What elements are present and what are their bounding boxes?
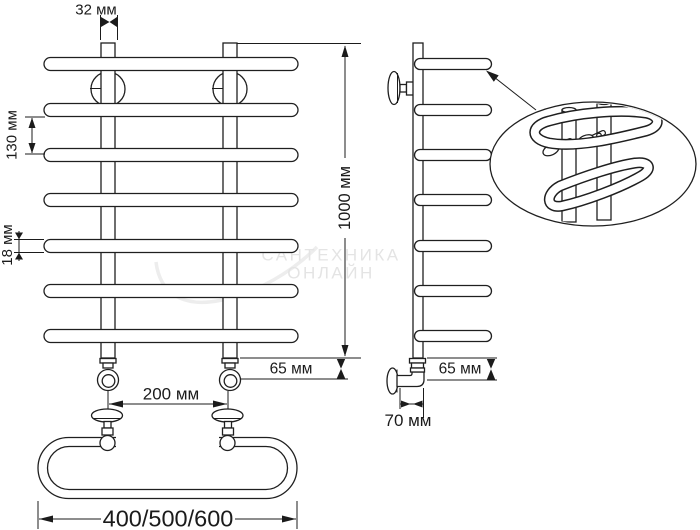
towel-bar-side — [413, 103, 493, 117]
towel-bar — [43, 56, 299, 72]
dim-label-post-width: 32 мм — [75, 2, 116, 19]
towel-bar-side — [413, 284, 493, 298]
dim-width-options: 400/500/600 — [37, 501, 298, 530]
arrowhead — [486, 359, 496, 369]
arrowhead — [282, 515, 296, 523]
ball-joint — [219, 434, 236, 452]
dim-post-width: 32 мм — [75, 2, 118, 40]
callout-ellipse — [489, 101, 697, 227]
tube-inner-outline — [46, 445, 289, 491]
arrowhead — [109, 400, 123, 408]
dim-wall-offset: 70 мм — [384, 388, 432, 430]
arrowhead — [101, 17, 110, 27]
towel-bar — [43, 147, 299, 163]
detail-right-post — [596, 103, 612, 221]
dim-label-wall-offset: 70 мм — [384, 411, 431, 430]
dim-front-bottom-offset: 65 мм — [240, 359, 348, 380]
dim-label-width-options: 400/500/600 — [103, 506, 234, 530]
arrowhead — [413, 400, 423, 408]
arrowhead — [341, 345, 349, 357]
towel-bar-side — [413, 148, 493, 162]
detail-callout — [486, 70, 697, 227]
towel-bar — [43, 328, 299, 344]
arrowhead — [486, 369, 496, 380]
left-bottom-fitting — [96, 357, 120, 392]
side-view — [386, 42, 493, 395]
arrowhead — [213, 400, 227, 408]
front-view — [43, 42, 299, 392]
watermark: САНТЕХНИКА ОНЛАЙН — [154, 246, 398, 305]
towel-bar — [43, 283, 299, 299]
towel-bar-side — [413, 329, 493, 343]
arrowhead — [401, 400, 411, 408]
top-view-right-mount — [211, 408, 244, 436]
towel-bar — [43, 238, 299, 254]
ball-joint — [99, 434, 116, 452]
right-bottom-fitting — [218, 357, 242, 392]
callout-leader-line — [493, 76, 537, 111]
arrowhead — [336, 359, 346, 369]
arrowhead — [15, 252, 23, 260]
dim-mount-spacing: 200 мм — [107, 385, 229, 411]
dim-label-bar-diameter: 18 мм — [0, 224, 16, 265]
towel-bar-side — [413, 57, 493, 71]
side-bottom-fitting — [386, 357, 427, 395]
dim-label-front-bottom-offset: 65 мм — [270, 361, 313, 378]
dim-label-height: 1000 мм — [336, 166, 354, 230]
towel-bar — [43, 192, 299, 208]
dim-label-side-bottom-offset: 65 мм — [439, 361, 482, 378]
top-view-left-mount — [90, 408, 124, 436]
tube-open-gap — [116, 431, 219, 452]
top-view — [37, 408, 298, 500]
towel-bar — [43, 102, 299, 118]
dim-label-bar-spacing: 130 мм — [4, 110, 21, 160]
arrowhead — [28, 117, 36, 128]
arrowhead — [15, 232, 23, 240]
arrowhead — [341, 45, 349, 57]
dim-bar-diameter: 18 мм — [0, 224, 44, 266]
dim-bar-spacing: 130 мм — [4, 110, 45, 160]
towel-bar-side — [413, 193, 493, 207]
dim-label-mount-spacing: 200 мм — [143, 385, 199, 404]
watermark-line2: ОНЛАЙН — [287, 264, 375, 283]
callout-arrowhead — [486, 70, 499, 82]
side-wall-bracket — [387, 70, 415, 106]
arrowhead — [28, 143, 36, 154]
callout-content — [529, 103, 663, 223]
arrowhead — [39, 515, 53, 523]
arrowhead — [336, 368, 346, 379]
towel-bar-side — [413, 239, 493, 253]
arrowhead — [109, 17, 117, 27]
dim-side-bottom-offset: 65 мм — [427, 357, 497, 381]
dim-height: 1000 мм — [237, 43, 361, 359]
